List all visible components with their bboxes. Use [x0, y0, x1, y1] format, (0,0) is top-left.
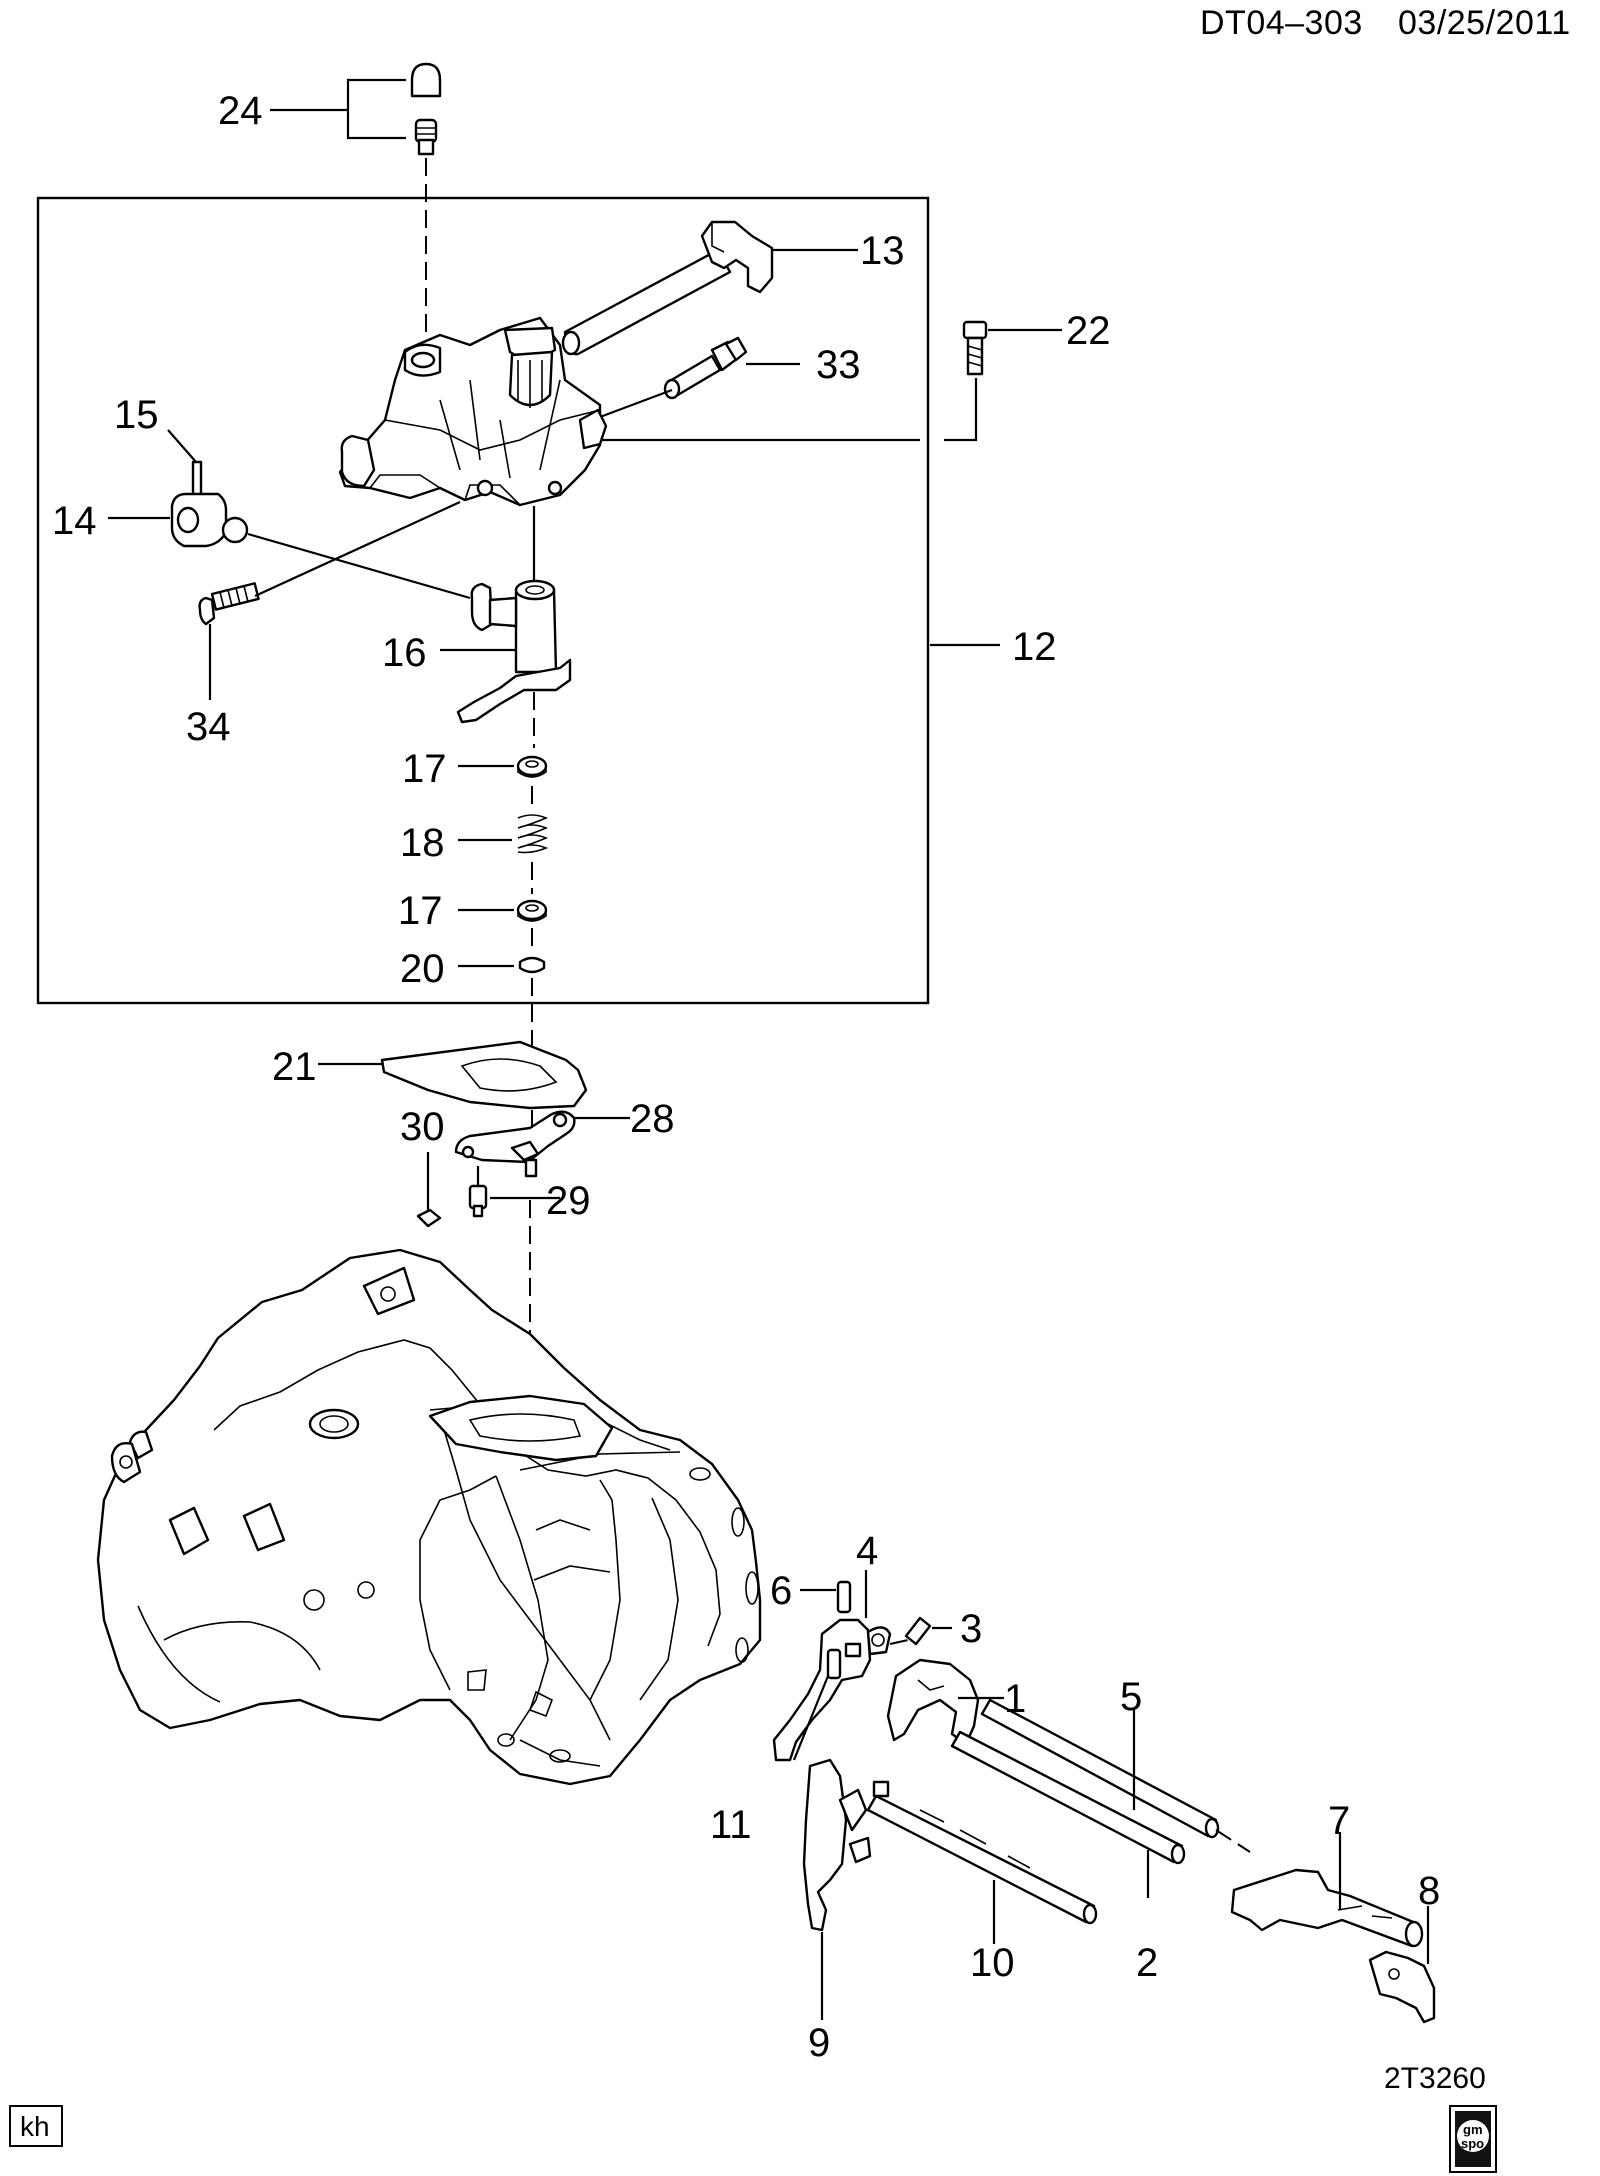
callout-10: 10 [970, 1941, 1015, 1985]
gm-spo-logo: gm spo [1449, 2105, 1497, 2173]
callout-7: 7 [1328, 1799, 1350, 1843]
callout-34: 34 [186, 705, 231, 749]
part-34-screw [198, 582, 260, 626]
part-21-gasket [380, 1040, 588, 1110]
author-initials: kh [20, 2111, 50, 2142]
callout-15: 15 [114, 393, 159, 437]
part-7-fork [1230, 1868, 1424, 1948]
part-24-breather [410, 62, 442, 156]
callout-20: 20 [400, 947, 445, 991]
callout-1: 1 [1004, 1677, 1026, 1721]
callout-18: 18 [400, 821, 445, 865]
callout-14: 14 [52, 499, 97, 543]
callout-24: 24 [218, 89, 263, 133]
part-33-pin [663, 336, 748, 400]
part-18-spring [517, 814, 549, 854]
part-5-rail [980, 1698, 1220, 1839]
callout-30: 30 [400, 1105, 445, 1149]
part-16-lever [456, 579, 572, 724]
part-9-fork [802, 1758, 872, 1932]
part-11-pin [826, 1648, 842, 1680]
callout-12: 12 [1012, 625, 1057, 669]
part-17-washer-lower [516, 899, 548, 922]
part-13-shift-shaft [561, 220, 774, 356]
callout-4: 4 [856, 1529, 878, 1573]
callout-13: 13 [860, 229, 905, 273]
part-17-washer-upper [516, 755, 548, 778]
part-6-pin [836, 1580, 852, 1614]
doc-code: DT04–303 [1200, 4, 1363, 42]
shifter-housing [338, 316, 608, 507]
callout-21: 21 [272, 1045, 317, 1089]
transmission-case [96, 1248, 762, 1786]
callout-28: 28 [630, 1097, 675, 1141]
part-14-block [170, 492, 249, 548]
part-8-arm [1368, 1950, 1436, 2024]
callout-17-lower: 17 [398, 889, 443, 933]
logo-gm: gm [1463, 2122, 1483, 2137]
part-3-pin [904, 1616, 932, 1646]
callout-9: 9 [808, 2021, 830, 2065]
part-20-clip [518, 956, 546, 974]
callout-16: 16 [382, 631, 427, 675]
part-28-bracket [454, 1110, 576, 1178]
author-initials-box: kh [9, 2105, 63, 2147]
callout-17-upper: 17 [402, 747, 447, 791]
callout-5: 5 [1120, 1675, 1142, 1719]
part-2-rail [950, 1730, 1186, 1865]
callout-8: 8 [1418, 1869, 1440, 1913]
part-22-bolt [962, 320, 988, 376]
figure-reference: 2T3260 [1384, 2062, 1486, 2095]
callout-3: 3 [960, 1607, 982, 1651]
callout-2: 2 [1136, 1941, 1158, 1985]
part-4-fork [772, 1618, 892, 1762]
part-10-rail [866, 1780, 1098, 1925]
callout-33: 33 [816, 343, 861, 387]
assembly-box [36, 196, 930, 1005]
doc-date: 03/25/2011 [1398, 4, 1571, 42]
part-1-fork [886, 1658, 980, 1746]
callout-22: 22 [1066, 309, 1111, 353]
part-30-nut [416, 1208, 442, 1228]
callout-11: 11 [710, 1803, 752, 1847]
logo-spo: spo [1461, 2136, 1484, 2151]
callout-29: 29 [546, 1179, 591, 1223]
callout-6: 6 [770, 1569, 792, 1613]
part-29-stud [468, 1184, 488, 1218]
